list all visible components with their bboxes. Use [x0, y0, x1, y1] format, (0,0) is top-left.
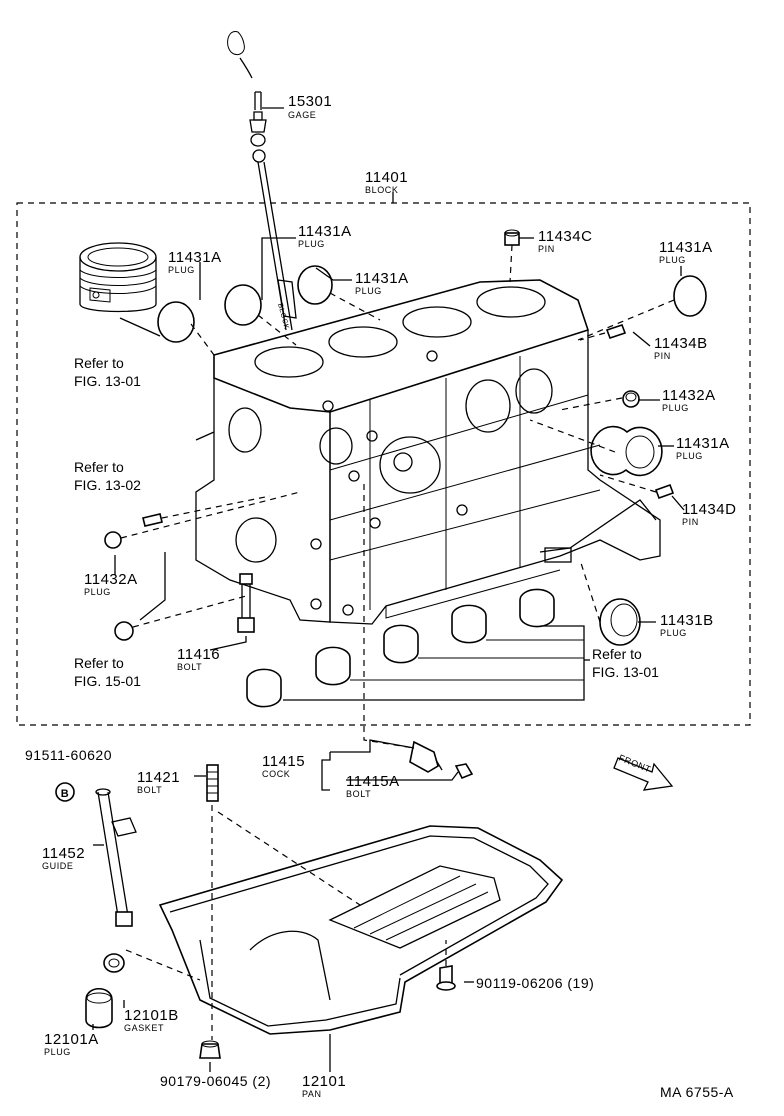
oil-level-gage — [227, 31, 297, 331]
callout-b-icon: B — [55, 782, 75, 802]
leader-lines — [92, 107, 685, 1072]
label-11431a-mid-name: PLUG — [355, 286, 382, 296]
block-assembly-frame — [16, 202, 751, 726]
label-91511-num: 91511-60620 — [25, 747, 112, 763]
label-11432a-left-name: PLUG — [84, 587, 111, 597]
label-11431b-num: 11431B — [660, 612, 714, 629]
oil-gage-guide-icon — [95, 788, 137, 927]
label-12101-num: 12101 — [302, 1073, 346, 1090]
core-plug-right-icon — [673, 275, 707, 317]
label-12101b-name: GASKET — [124, 1023, 164, 1033]
drain-cock-bolt-icon — [454, 763, 474, 780]
label-11431a-top-name: PLUG — [298, 239, 325, 249]
label-12101-name: PAN — [302, 1089, 322, 1099]
label-15301-name: GAGE — [288, 110, 316, 120]
label-11431a-right-num: 11431A — [659, 239, 713, 256]
label-11416-num: 11416 — [177, 646, 220, 663]
label-11431a-top-num: 11431A — [298, 223, 352, 240]
crank-bearing-icons — [246, 588, 555, 708]
cylinder-block-icon — [195, 279, 661, 625]
drain-plug-gasket-icon — [103, 953, 125, 973]
core-plug-upper-icon — [224, 284, 262, 326]
label-11415-name: COCK — [262, 769, 290, 779]
core-plug-left-icon — [157, 301, 195, 343]
label-11415-num: 11415 — [262, 753, 305, 770]
label-11434d-num: 11434D — [682, 501, 736, 518]
plug-lower-left-icon — [114, 621, 134, 641]
ref-piston-line2: FIG. 13-01 — [74, 373, 141, 389]
label-11434c-name: PIN — [538, 244, 555, 254]
label-11432a-left-num: 11432A — [84, 571, 138, 588]
assembly-dash-lines — [120, 244, 675, 1040]
label-11432a-right-num: 11432A — [662, 387, 716, 404]
core-plug-11431b-icon — [599, 598, 641, 646]
label-11452-name: GUIDE — [42, 861, 74, 871]
label-11401-name: BLOCK — [365, 185, 399, 195]
label-11415a-num: 11415A — [346, 773, 400, 790]
label-11401-num: 11401 — [365, 169, 408, 186]
label-11416-name: BOLT — [177, 662, 202, 672]
label-11421-name: BOLT — [137, 785, 162, 795]
label-11434b-num: 11434B — [654, 335, 708, 352]
pin-11434b-icon — [605, 323, 627, 340]
figure-id: MA 6755-A — [660, 1084, 734, 1100]
label-11434b-name: PIN — [654, 351, 671, 361]
label-11431a-left-num: 11431A — [168, 249, 222, 266]
core-plug-mid-icon — [297, 265, 333, 305]
label-11431a-mid-num: 11431A — [355, 270, 409, 287]
plug-11432a-right-icon — [622, 390, 640, 408]
label-11431b-name: PLUG — [660, 628, 687, 638]
pin-11434d-icon — [654, 483, 675, 500]
front-arrow-icon: FRONT — [613, 753, 674, 791]
ref-bearing-line2: FIG. 13-01 — [592, 664, 659, 680]
bolt-11416-icon — [237, 573, 255, 633]
drain-cock-icon — [409, 740, 443, 773]
pin-11434c-icon — [504, 229, 520, 246]
label-11431a-right-name: PLUG — [659, 255, 686, 265]
label-12101b-num: 12101B — [124, 1007, 179, 1024]
pan-bolt-90119-icon — [436, 965, 456, 991]
ref-pin-line1: Refer to — [74, 459, 124, 475]
label-11421-num: 11421 — [137, 769, 180, 786]
stud-11421-icon — [206, 764, 219, 802]
label-11434d-name: PIN — [682, 517, 699, 527]
label-90119-num: 90119-06206 (19) — [476, 975, 594, 991]
label-15301-num: 15301 — [288, 93, 332, 110]
label-11452-num: 11452 — [42, 845, 85, 862]
label-12101a-num: 12101A — [44, 1031, 99, 1048]
label-11434c-num: 11434C — [538, 228, 592, 245]
label-11431a-lowright-name: PLUG — [676, 451, 703, 461]
ref-bearing-line1: Refer to — [592, 646, 642, 662]
piston-icon — [79, 242, 157, 313]
label-12101a-name: PLUG — [44, 1047, 71, 1057]
ref-plug-line1: Refer to — [74, 655, 124, 671]
pan-nut-90179-icon — [199, 1040, 221, 1059]
ref-pin-line2: FIG. 13-02 — [74, 477, 141, 493]
ref-plug-line2: FIG. 15-01 — [74, 673, 141, 689]
ref-piston-line1: Refer to — [74, 355, 124, 371]
drain-plug-icon — [85, 987, 113, 1029]
label-11415a-name: BOLT — [346, 789, 371, 799]
pin-left-icon — [142, 513, 163, 527]
label-11431a-left-name: PLUG — [168, 265, 195, 275]
label-11431a-lowright-num: 11431A — [676, 435, 730, 452]
label-11432a-right-name: PLUG — [662, 403, 689, 413]
oil-pan-icon — [158, 825, 564, 1035]
callout-b: B — [61, 788, 70, 800]
plug-11432a-left-icon — [104, 531, 122, 549]
part-labels: 15301 GAGE 11401 BLOCK 11431A PLUG 11434… — [25, 93, 736, 1100]
label-90179-num: 90179-06045 (2) — [160, 1073, 271, 1089]
